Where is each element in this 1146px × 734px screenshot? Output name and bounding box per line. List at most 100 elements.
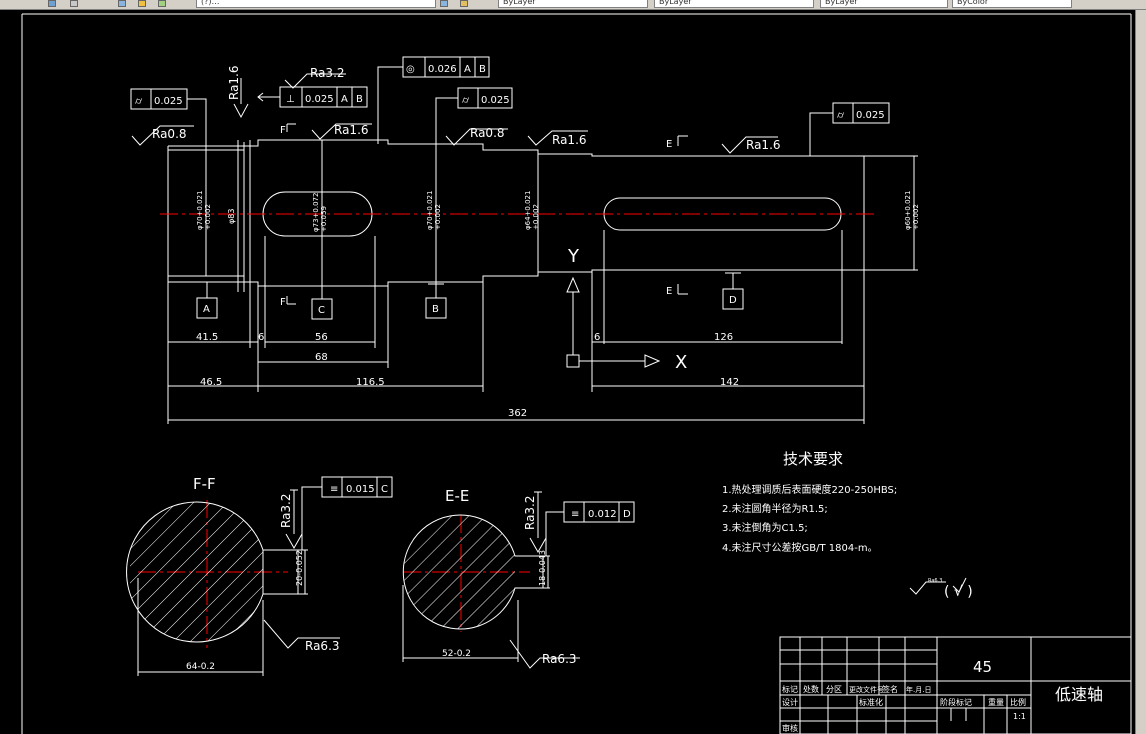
ucs-y-label: Y	[567, 246, 580, 267]
title-block-label: 设计	[782, 697, 798, 707]
gdt-value: 0.025	[154, 96, 183, 107]
roughness-label: Ra3.2	[279, 493, 293, 528]
ff-hatch	[130, 501, 263, 642]
gdt-value: 0.025	[856, 110, 885, 121]
tech-item: 3.未注倒角为C1.5;	[722, 521, 808, 534]
title-block-header: 签名	[882, 684, 898, 694]
scale-value: 1:1	[1013, 712, 1026, 721]
section-mark: E	[666, 139, 672, 150]
make-current-icon[interactable]	[440, 0, 448, 7]
roughness-label: Ra1.6	[746, 138, 781, 152]
title-block-label: 阶段标记	[940, 697, 972, 707]
gdt-datum: B	[356, 94, 363, 105]
vertical-scrollbar[interactable]	[1135, 10, 1146, 734]
title-block-header: 分区	[826, 685, 842, 694]
gdt-datum: C	[381, 484, 388, 495]
concentricity-symbol: ◎	[406, 64, 415, 75]
roughness-label: Ra3.2	[310, 66, 345, 80]
title-block-label: 重量	[988, 697, 1004, 707]
title-block-header: 处数	[803, 684, 819, 694]
color-combo[interactable]: ByLayer	[498, 0, 648, 8]
gdt-datum: A	[341, 94, 348, 105]
diameter-label: φ83	[227, 209, 236, 224]
dimension-label: 20-0.052	[295, 550, 304, 586]
gdt-datum: A	[464, 64, 471, 75]
dimension-label: 46.5	[200, 377, 222, 388]
ucs-x-label: X	[675, 352, 687, 373]
save-icon[interactable]	[70, 0, 78, 7]
light-bulb-icon[interactable]	[138, 0, 146, 7]
gdt-value: 0.015	[346, 484, 375, 495]
roughness-label: Ra1.6	[227, 65, 241, 100]
gdt-datum: D	[623, 509, 631, 520]
toolbar: (?)… ByLayer ByLayer ByLayer ByColor	[0, 0, 1146, 10]
plot-style-combo[interactable]: ByColor	[952, 0, 1072, 8]
gdt-value: 0.026	[428, 64, 457, 75]
tech-requirements-title: 技术要求	[783, 450, 843, 468]
datum-letter: A	[203, 304, 210, 315]
title-block-label: 审核	[782, 723, 798, 733]
dimension-label: 18-0.043	[538, 550, 547, 586]
roughness-label: Ra1.6	[552, 133, 587, 147]
section-title: E-E	[445, 487, 469, 505]
title-block-header: 标记	[782, 684, 798, 694]
part-name: 低速轴	[1055, 685, 1103, 704]
title-block-label: 标准化	[859, 697, 883, 707]
gdt-value: 0.025	[481, 95, 510, 106]
layer-icon[interactable]	[48, 0, 56, 7]
tech-item: 2.未注圆角半径为R1.5;	[722, 502, 828, 515]
circularity-symbol: ⌭	[462, 95, 470, 106]
tech-item: 4.未注尺寸公差按GB/T 1804-m。	[722, 541, 878, 554]
dimension-label: 68	[315, 352, 328, 363]
diameter-label: φ64+0.021+0.002	[524, 191, 540, 230]
section-mark: F	[280, 125, 286, 136]
dimension-label: 362	[508, 408, 527, 419]
dimension-label: 6	[258, 332, 264, 343]
roughness-label: Ra1.6	[334, 123, 369, 137]
dimension-label: 116.5	[356, 377, 385, 388]
roughness-label: Ra6.3	[305, 639, 340, 653]
roughness-label: Ra6.3	[542, 652, 577, 666]
title-block-label: 比例	[1010, 697, 1026, 707]
datum-letter: D	[729, 295, 737, 306]
title-block-header: 年.月.日	[906, 685, 931, 694]
layer-previous-icon[interactable]	[460, 0, 468, 7]
flatness-symbol: ≡	[571, 509, 579, 520]
gdt-datum: B	[479, 64, 486, 75]
circularity-symbol: ⌭	[135, 96, 143, 107]
tech-item: 1.热处理调质后表面硬度220-250HBS;	[722, 483, 897, 496]
section-mark: E	[666, 286, 672, 297]
gdt-value: 0.012	[588, 509, 617, 520]
roughness-label: Ra6.3	[928, 578, 942, 584]
dimension-label: 126	[714, 332, 733, 343]
section-mark: F	[280, 297, 286, 308]
material-label: 45	[973, 658, 992, 676]
roughness-parenthesis: ( √ )	[944, 584, 973, 600]
title-block-header: 更改文件号	[849, 685, 884, 694]
dimension-label: 64-0.2	[186, 662, 215, 672]
dimension-label: 142	[720, 377, 739, 388]
datum-letter: C	[318, 305, 325, 316]
ee-hatch	[403, 515, 515, 629]
diameter-label: φ60+0.021+0.002	[904, 191, 920, 230]
lineweight-combo[interactable]: ByLayer	[820, 0, 948, 8]
diameter-label: φ70+0.021+0.002	[196, 191, 212, 230]
roughness-label: Ra3.2	[523, 495, 537, 530]
datum-letter: B	[432, 304, 439, 315]
perp-symbol: ⊥	[286, 94, 295, 105]
section-title: F-F	[193, 475, 216, 493]
layer-dropdown[interactable]: (?)…	[196, 0, 436, 8]
roughness-label: Ra0.8	[152, 127, 187, 141]
dimension-label: 52-0.2	[442, 649, 471, 659]
circularity-symbol: ⌭	[837, 110, 845, 121]
diameter-label: φ73+0.072+0.059	[312, 193, 328, 232]
layer-manager-icon[interactable]	[118, 0, 126, 7]
roughness-label: Ra0.8	[470, 126, 505, 140]
diameter-label: φ70+0.021+0.002	[426, 191, 442, 230]
linetype-combo[interactable]: ByLayer	[654, 0, 814, 8]
sun-icon[interactable]	[158, 0, 166, 7]
flatness-symbol: ≡	[330, 484, 338, 495]
dimension-label: 56	[315, 332, 328, 343]
dimension-label: 41.5	[196, 332, 218, 343]
